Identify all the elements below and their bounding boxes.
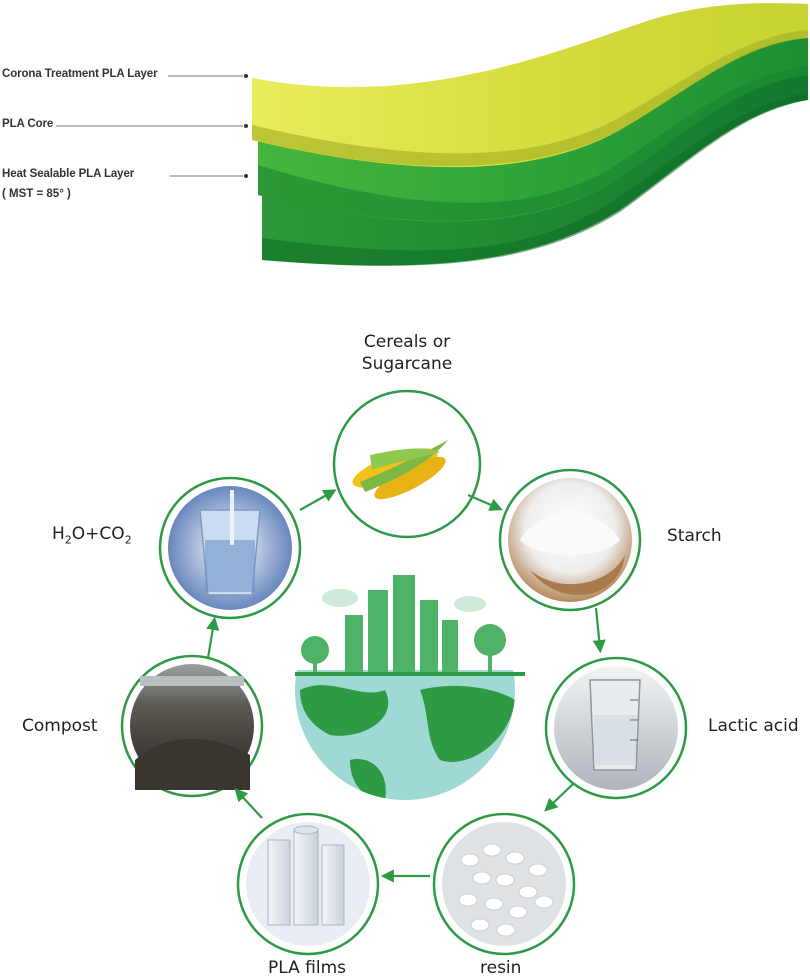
pla-core-label: PLA Core	[2, 118, 54, 130]
heat-sealable-mst-label: ( MST = 85° )	[2, 188, 71, 200]
pla-layer-structure	[56, 3, 808, 266]
stage-label-pla-films: PLA films	[268, 958, 346, 978]
corona-layer-label: Corona Treatment PLA Layer	[2, 68, 158, 80]
resin-pellets-icon	[442, 822, 566, 946]
film-rolls-icon	[246, 822, 370, 946]
stage-label-h2o-co2: H2O+CO2	[52, 524, 132, 547]
stage-label-lactic-acid: Lactic acid	[708, 716, 799, 736]
lab-beaker-icon	[554, 666, 678, 790]
corona-treatment-layer-shape	[252, 3, 808, 168]
heat-sealable-layer-label: Heat Sealable PLA Layer	[2, 168, 135, 180]
green-city-earth-icon	[295, 575, 525, 800]
stage-label-cereals: Cereals or Sugarcane	[361, 332, 453, 374]
starch-bowl-icon	[508, 478, 632, 602]
water-glass-icon	[168, 486, 292, 610]
stage-label-compost: Compost	[22, 716, 98, 736]
stage-label-starch: Starch	[667, 526, 722, 546]
corn-icon	[352, 440, 448, 500]
stage-label-resin: resin	[480, 958, 522, 978]
pla-lifecycle-diagram	[120, 389, 688, 956]
compost-pile-icon	[130, 664, 254, 790]
